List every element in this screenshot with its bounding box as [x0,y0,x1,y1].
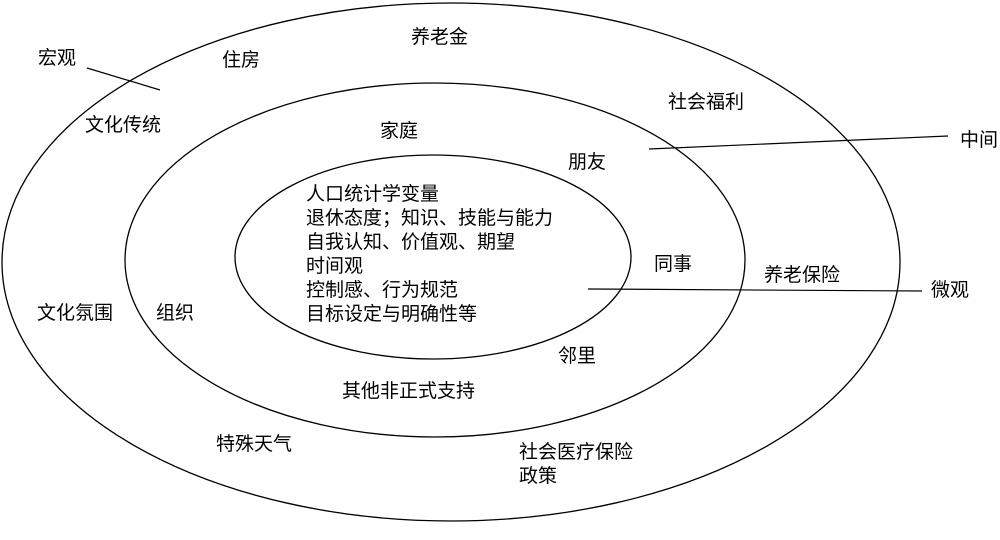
outer-item: 特殊天气 [216,433,293,455]
outer-item: 社会福利 [668,91,745,113]
label-macro: 宏观 [38,47,77,69]
outer-item: 社会医疗保险 [519,441,634,463]
middle-item: 朋友 [568,151,607,173]
middle-ellipse-meso [124,82,746,438]
core-item: 人口统计学变量 [306,183,440,205]
inner-core-list: 人口统计学变量 退休态度；知识、技能与能力 自我认知、价值观、期望 时间观 控制… [306,182,553,326]
label-meso: 中间 [960,129,999,151]
outer-item: 住房 [222,49,261,71]
outer-ellipse-macro [1,2,901,522]
outer-item: 政策 [519,465,558,487]
middle-item: 组织 [156,302,195,324]
middle-item: 家庭 [380,120,419,142]
core-item: 时间观 [306,255,364,277]
core-item: 自我认知、价值观、期望 [306,231,516,253]
outer-item: 养老保险 [764,264,841,286]
outer-item: 文化传统 [85,114,162,136]
outer-item: 养老金 [411,26,469,48]
macro-leader-line [86,67,161,91]
core-item: 控制感、行为规范 [306,279,459,301]
inner-ellipse-micro [234,154,632,360]
core-item: 目标设定与明确性等 [306,303,478,325]
label-micro: 微观 [931,279,970,301]
middle-item: 其他非正式支持 [342,380,476,402]
core-item: 退休态度；知识、技能与能力 [306,207,554,229]
micro-leader-line [587,288,923,292]
middle-item: 同事 [654,253,693,275]
meso-leader-line [648,135,949,150]
middle-item: 邻里 [558,345,597,367]
outer-item: 文化氛围 [37,302,114,324]
